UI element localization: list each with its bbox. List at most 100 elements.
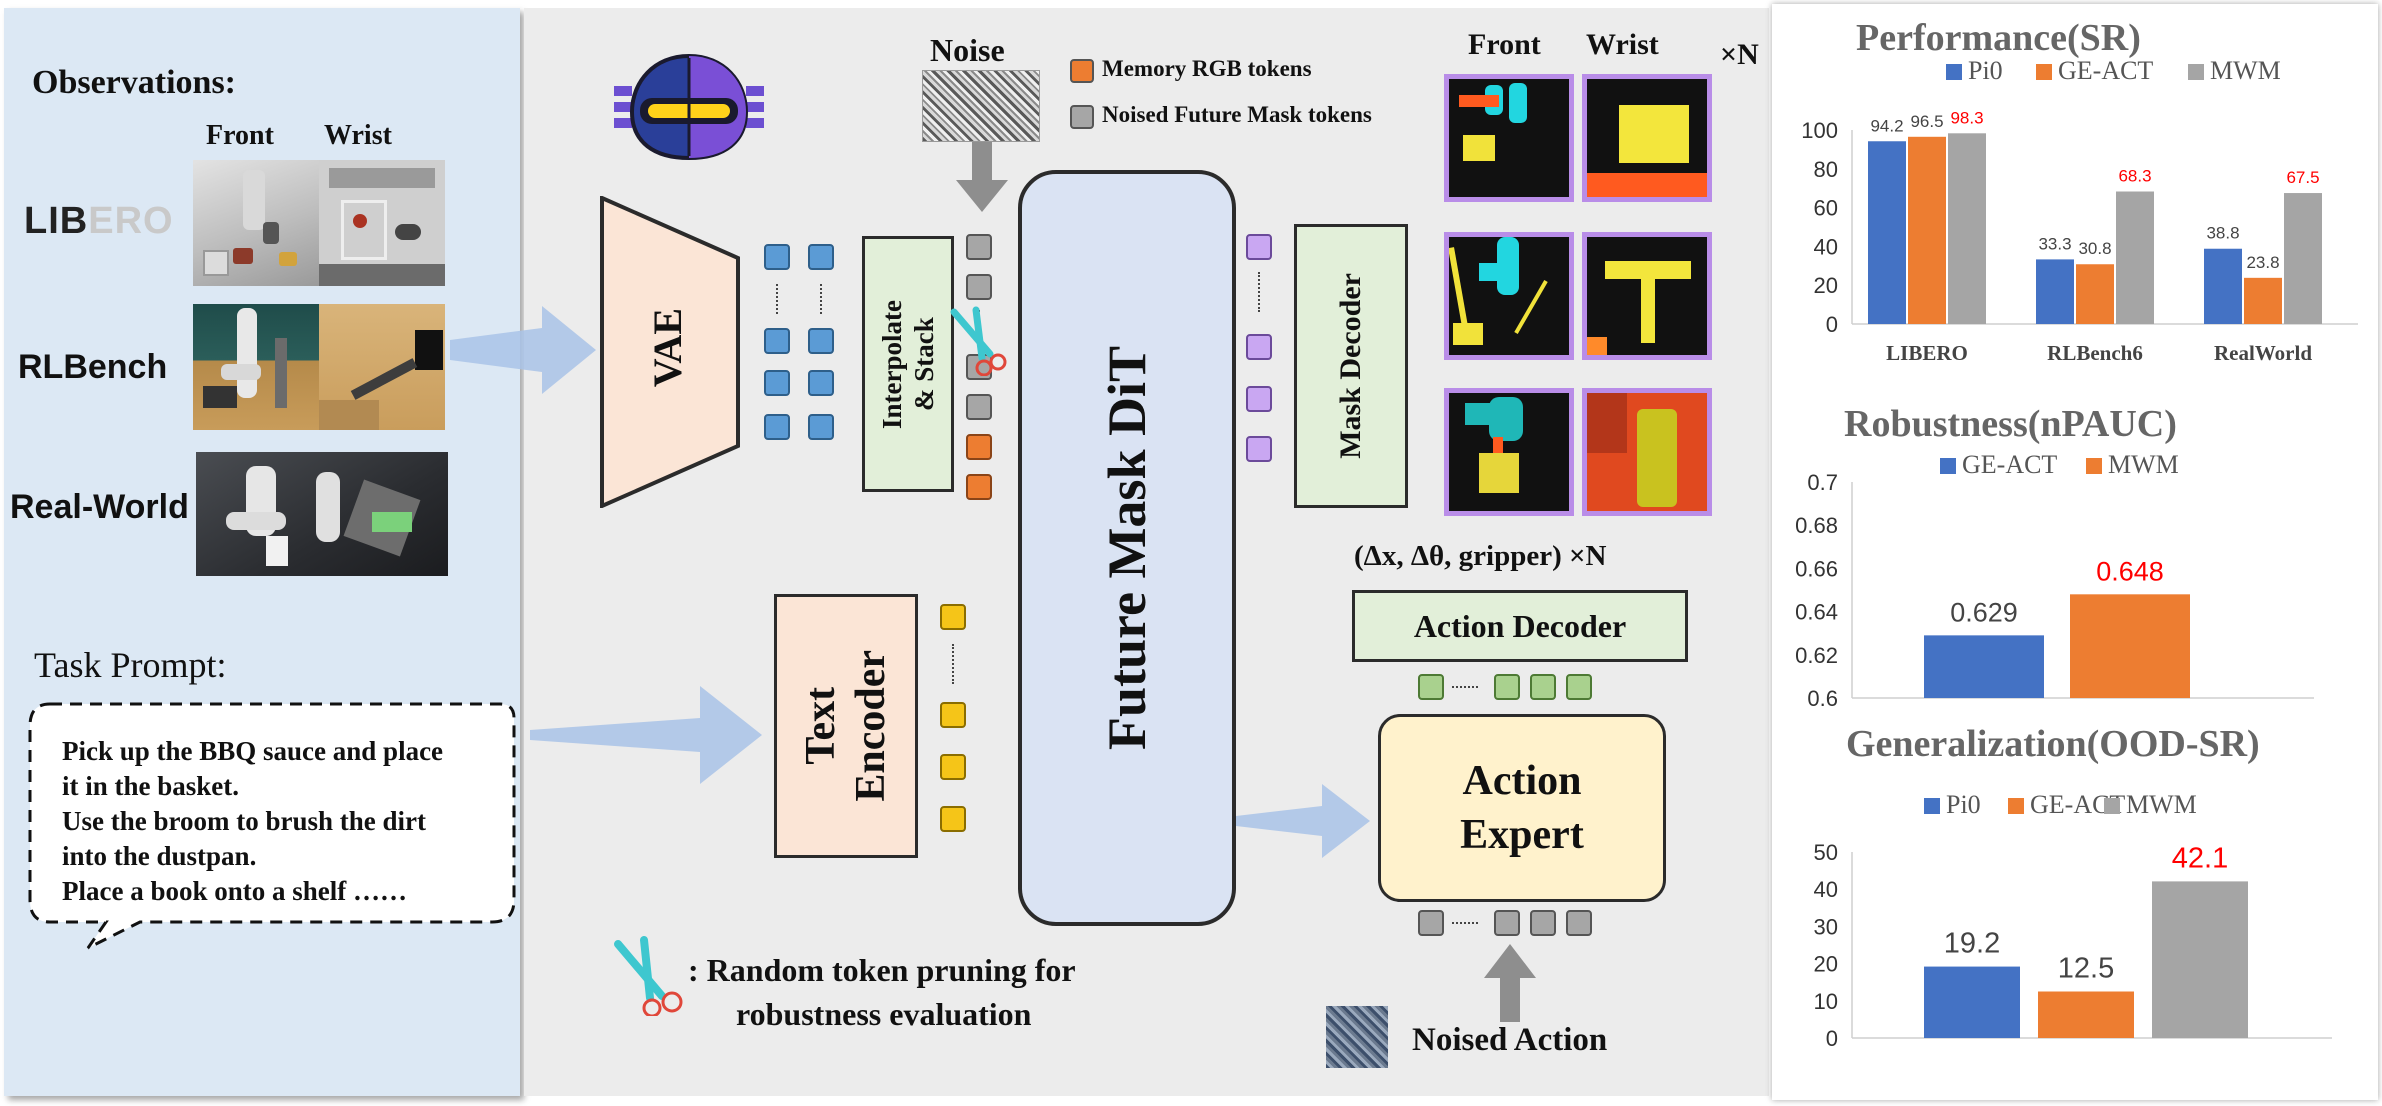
bar-value-label: 23.8 [2246,253,2279,272]
legend-label: MWM [2126,790,2197,819]
y-tick-label: 100 [1801,118,1838,143]
memory-rgb-token [966,434,992,460]
legend-noised-label: Noised Future Mask tokens [1102,102,1372,127]
mask-decoder-block: Mask Decoder [1294,224,1408,508]
mask-times-n: ×N [1720,38,1759,71]
vae-token [808,370,834,396]
future-mask-dit-block: Future Mask DiT [1018,170,1236,926]
dit-to-expert-arrow [1236,784,1370,858]
y-tick-label: 60 [1814,196,1838,221]
category-label: RLBench6 [2047,341,2143,365]
token-ellipsis [820,284,824,314]
mask-front-1 [1444,74,1574,202]
obs-to-vae-arrow [450,306,596,394]
bar [2152,881,2248,1038]
bar [1868,141,1906,324]
text-encoder-label: Text [798,687,844,765]
scissors-icon [950,306,1007,376]
obs-col-wrist: Wrist [324,120,392,151]
text-token [940,806,966,832]
bar [2076,264,2114,324]
bar [2070,594,2190,698]
y-tick-label: 0 [1826,312,1838,337]
legend-label: MWM [2108,450,2179,479]
vae-token [808,244,834,270]
mask-token [1246,436,1272,462]
obs-col-front: Front [206,120,274,151]
bar-value-label: 33.3 [2038,234,2071,253]
bar-value-label: 30.8 [2078,239,2111,258]
action-formula: (Δx, Δθ, gripper) ×N [1354,540,1607,572]
noised-action-token [1566,910,1592,936]
vae-block [600,196,740,508]
mask-wrist-2 [1582,232,1712,360]
mask-wrist-1 [1582,74,1712,202]
mask-front-3 [1444,388,1574,516]
bar [1908,136,1946,324]
mask-wrist-3 [1582,388,1712,516]
realworld-image [196,452,448,576]
pruning-note-line1: : Random token pruning for [688,952,1076,988]
bar [2244,277,2282,324]
action-decoder-block: Action Decoder [1352,590,1688,662]
y-tick-label: 40 [1814,877,1838,902]
mask-decoder-label: Mask Decoder [1334,273,1367,459]
libero-logo: LIBERO [24,200,174,242]
observations-title: Observations: [32,64,236,101]
legend-memory-tokens: Memory RGB tokens [1070,56,1312,83]
noised-action-up-arrow [1484,944,1536,1022]
rlbench-wrist-image [319,304,445,430]
vae-token [764,370,790,396]
noised-mask-token [966,274,992,300]
row-label-realworld: Real-World [10,488,189,526]
memory-rgb-token [966,474,992,500]
token-ellipsis [776,284,780,314]
noise-label: Noise [930,32,1005,68]
text-encoder-label: Encoder [848,650,894,802]
bar [2116,191,2154,324]
legend-label: GE-ACT [1962,450,2057,479]
y-tick-label: 0.7 [1807,470,1838,495]
legend-label: Pi0 [1946,790,1981,819]
noised-action-token [1418,910,1444,936]
interpolate-stack-block: Interpolate & Stack [862,236,954,492]
y-tick-label: 80 [1814,157,1838,182]
bar-value-label: 94.2 [1870,116,1903,135]
noised-mask-token [966,234,992,260]
y-tick-label: 0 [1826,1026,1838,1051]
action-token [1530,674,1556,700]
dit-label: Future Mask DiT [1097,345,1157,751]
legend-swatch [2008,798,2024,814]
y-tick-label: 30 [1814,914,1838,939]
legend-label: GE-ACT [2058,56,2153,85]
category-label: RealWorld [2214,341,2312,365]
bar-value-label: 12.5 [2058,953,2114,985]
noised-action-image [1326,1006,1388,1068]
action-token [1418,674,1444,700]
legend-noised-tokens: Noised Future Mask tokens [1070,102,1372,129]
legend-swatch [1946,64,1962,80]
vae-token [808,328,834,354]
bar-value-label: 68.3 [2118,166,2151,185]
y-tick-label: 0.6 [1807,686,1838,711]
mask-col-front: Front [1468,28,1541,61]
task-prompt-title: Task Prompt: [34,645,227,685]
bar [2204,248,2242,324]
noised-action-token [1530,910,1556,936]
memory-token-swatch [1070,58,1094,83]
bar-value-label: 0.629 [1950,597,2018,627]
legend-memory-label: Memory RGB tokens [1102,56,1312,81]
stack-label: & Stack [909,317,939,411]
prompt-to-encoder-arrow [530,686,762,784]
noised-action-token [1494,910,1520,936]
legend-swatch [2036,64,2052,80]
robot-mascot-icon [614,52,764,162]
y-tick-label: 0.64 [1795,600,1838,625]
token-ellipsis [1452,686,1478,690]
y-tick-label: 50 [1814,840,1838,865]
action-expert-label: Expert [1460,812,1584,858]
vae-label: VAE [645,308,690,388]
bar-value-label: 42.1 [2172,842,2228,874]
noise-down-arrow [956,142,1008,212]
bar [2036,259,2074,324]
